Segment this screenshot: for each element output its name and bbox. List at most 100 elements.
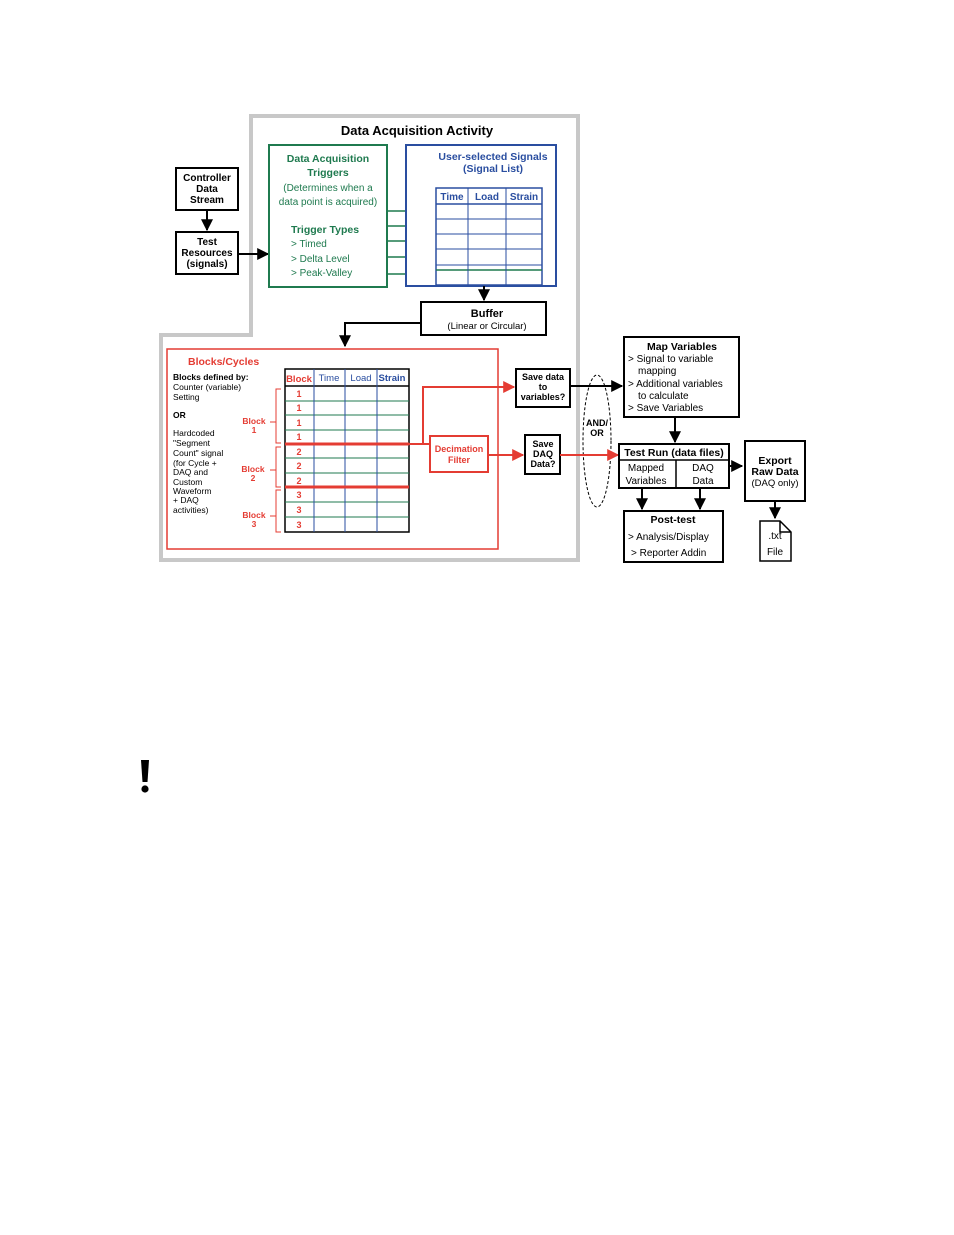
test-resources-line2: Resources [181, 248, 233, 259]
block-row: 3 [296, 520, 301, 530]
block-brackets [270, 388, 281, 533]
blocks-table [284, 368, 410, 533]
test-run-mapped-1: Mapped [628, 463, 664, 474]
blocks-desc-line: activities) [173, 505, 209, 515]
and-or-ellipse [582, 374, 612, 508]
blocks-col-block: Block [286, 374, 313, 385]
blocks-desc-line: "Segment [173, 438, 211, 448]
post-test-title: Post-test [651, 514, 696, 526]
blocks-desc-line: Custom [173, 477, 202, 487]
test-resources-line1: Test [197, 237, 217, 248]
block-group-1-label: Block [242, 416, 265, 426]
signals-table [435, 187, 543, 286]
save-daq-line1: Save [532, 439, 553, 449]
and-or-line1: AND/ [586, 418, 608, 428]
triggers-box [268, 144, 388, 288]
save-vars-line3: variables? [521, 392, 566, 402]
blocks-title: Blocks/Cycles [188, 356, 259, 368]
block-row: 1 [296, 403, 301, 413]
post-test-item: > Reporter Addin [631, 548, 706, 559]
buffer-to-blocks-arrow [339, 322, 421, 348]
decimation-line2: Filter [448, 455, 471, 465]
blocks-desc-line: Count" signal [173, 448, 223, 458]
post-test-item: > Analysis/Display [628, 532, 709, 543]
controller-line2: Data [196, 184, 218, 195]
blocks-desc-line: Setting [173, 392, 200, 402]
blocks-col-time: Time [319, 373, 340, 384]
blocks-desc-line: Counter (variable) [173, 382, 241, 392]
file-line2: File [767, 547, 784, 558]
export-line1: Export [758, 455, 792, 467]
trigger-type-delta: > Delta Level [291, 254, 350, 265]
map-vars-title: Map Variables [647, 341, 717, 353]
blocks-row-labels: 1 1 1 1 2 2 2 3 3 3 [296, 389, 301, 530]
blocks-desc-line: (for Cycle + [173, 458, 217, 468]
triggers-title-2: Triggers [307, 167, 349, 179]
daq-activity-title: Data Acquisition Activity [341, 123, 494, 138]
block-group-3-num: 3 [252, 519, 257, 529]
block-row: 1 [296, 418, 301, 428]
post-test-box [623, 510, 724, 563]
blocks-desc-line: Blocks defined by: [173, 372, 249, 382]
block-row: 3 [296, 505, 301, 515]
buffer-subtitle: (Linear or Circular) [447, 321, 526, 332]
block-group-2-label: Block [241, 464, 264, 474]
test-resources-line3: (signals) [186, 259, 227, 270]
trigger-type-timed: > Timed [291, 239, 327, 250]
blocks-desc-line: Hardcoded [173, 428, 215, 438]
signals-col-time: Time [440, 192, 464, 203]
and-or-line2: OR [590, 428, 604, 438]
triggers-desc-2: data point is acquired) [279, 197, 377, 208]
export-box [744, 440, 806, 502]
exclamation-icon [141, 760, 149, 793]
block-row: 1 [296, 432, 301, 442]
block-group-3-label: Block [242, 510, 265, 520]
signals-title-1: User-selected Signals [438, 151, 547, 163]
export-line3: (DAQ only) [752, 478, 799, 489]
test-run-daq-1: DAQ [692, 463, 714, 474]
map-vars-line: mapping [638, 366, 676, 377]
triggers-title-1: Data Acquisition [287, 153, 369, 165]
file-icon [759, 520, 792, 562]
blocks-col-strain: Strain [379, 373, 406, 384]
file-line1: .txt [768, 531, 782, 542]
blocks-description: Blocks defined by: Counter (variable) Se… [173, 372, 249, 515]
block-group-2-num: 2 [251, 473, 256, 483]
decimation-box [429, 435, 489, 473]
save-vars-box [515, 368, 571, 408]
trigger-types-title: Trigger Types [291, 224, 359, 236]
blocks-desc-line: DAQ and [173, 467, 208, 477]
signals-col-load: Load [475, 192, 499, 203]
controller-line1: Controller [183, 173, 231, 184]
map-vars-line: to calculate [638, 391, 689, 402]
blocks-desc-line: + DAQ [173, 495, 199, 505]
save-daq-line3: Data? [530, 459, 555, 469]
blocks-desc-line: OR [173, 410, 186, 420]
block-row: 3 [296, 490, 301, 500]
controller-line3: Stream [190, 195, 224, 206]
export-line2: Raw Data [751, 466, 798, 478]
map-vars-line: > Signal to variable [628, 354, 714, 365]
signals-title-2: (Signal List) [463, 163, 523, 175]
triggers-desc-1: (Determines when a [283, 183, 373, 194]
block-row: 2 [296, 476, 301, 486]
blocks-col-load: Load [350, 373, 371, 384]
test-run-daq-2: Data [692, 476, 714, 487]
map-vars-line: > Additional variables [628, 379, 723, 390]
block-row: 1 [296, 389, 301, 399]
buffer-title: Buffer [471, 308, 504, 320]
block-row: 2 [296, 461, 301, 471]
save-vars-line2: to [539, 382, 548, 392]
map-vars-box [623, 336, 740, 418]
block-group-1-num: 1 [252, 425, 257, 435]
block-row: 2 [296, 447, 301, 457]
signals-col-strain: Strain [510, 192, 538, 203]
test-run-mapped-2: Variables [626, 476, 667, 487]
trigger-type-peak-valley: > Peak-Valley [291, 268, 352, 279]
daq-activity-outline [159, 114, 580, 562]
save-daq-line2: DAQ [533, 449, 553, 459]
test-run-title: Test Run (data files) [624, 447, 724, 459]
signals-box [405, 144, 557, 287]
decimation-line1: Decimation [435, 444, 484, 454]
